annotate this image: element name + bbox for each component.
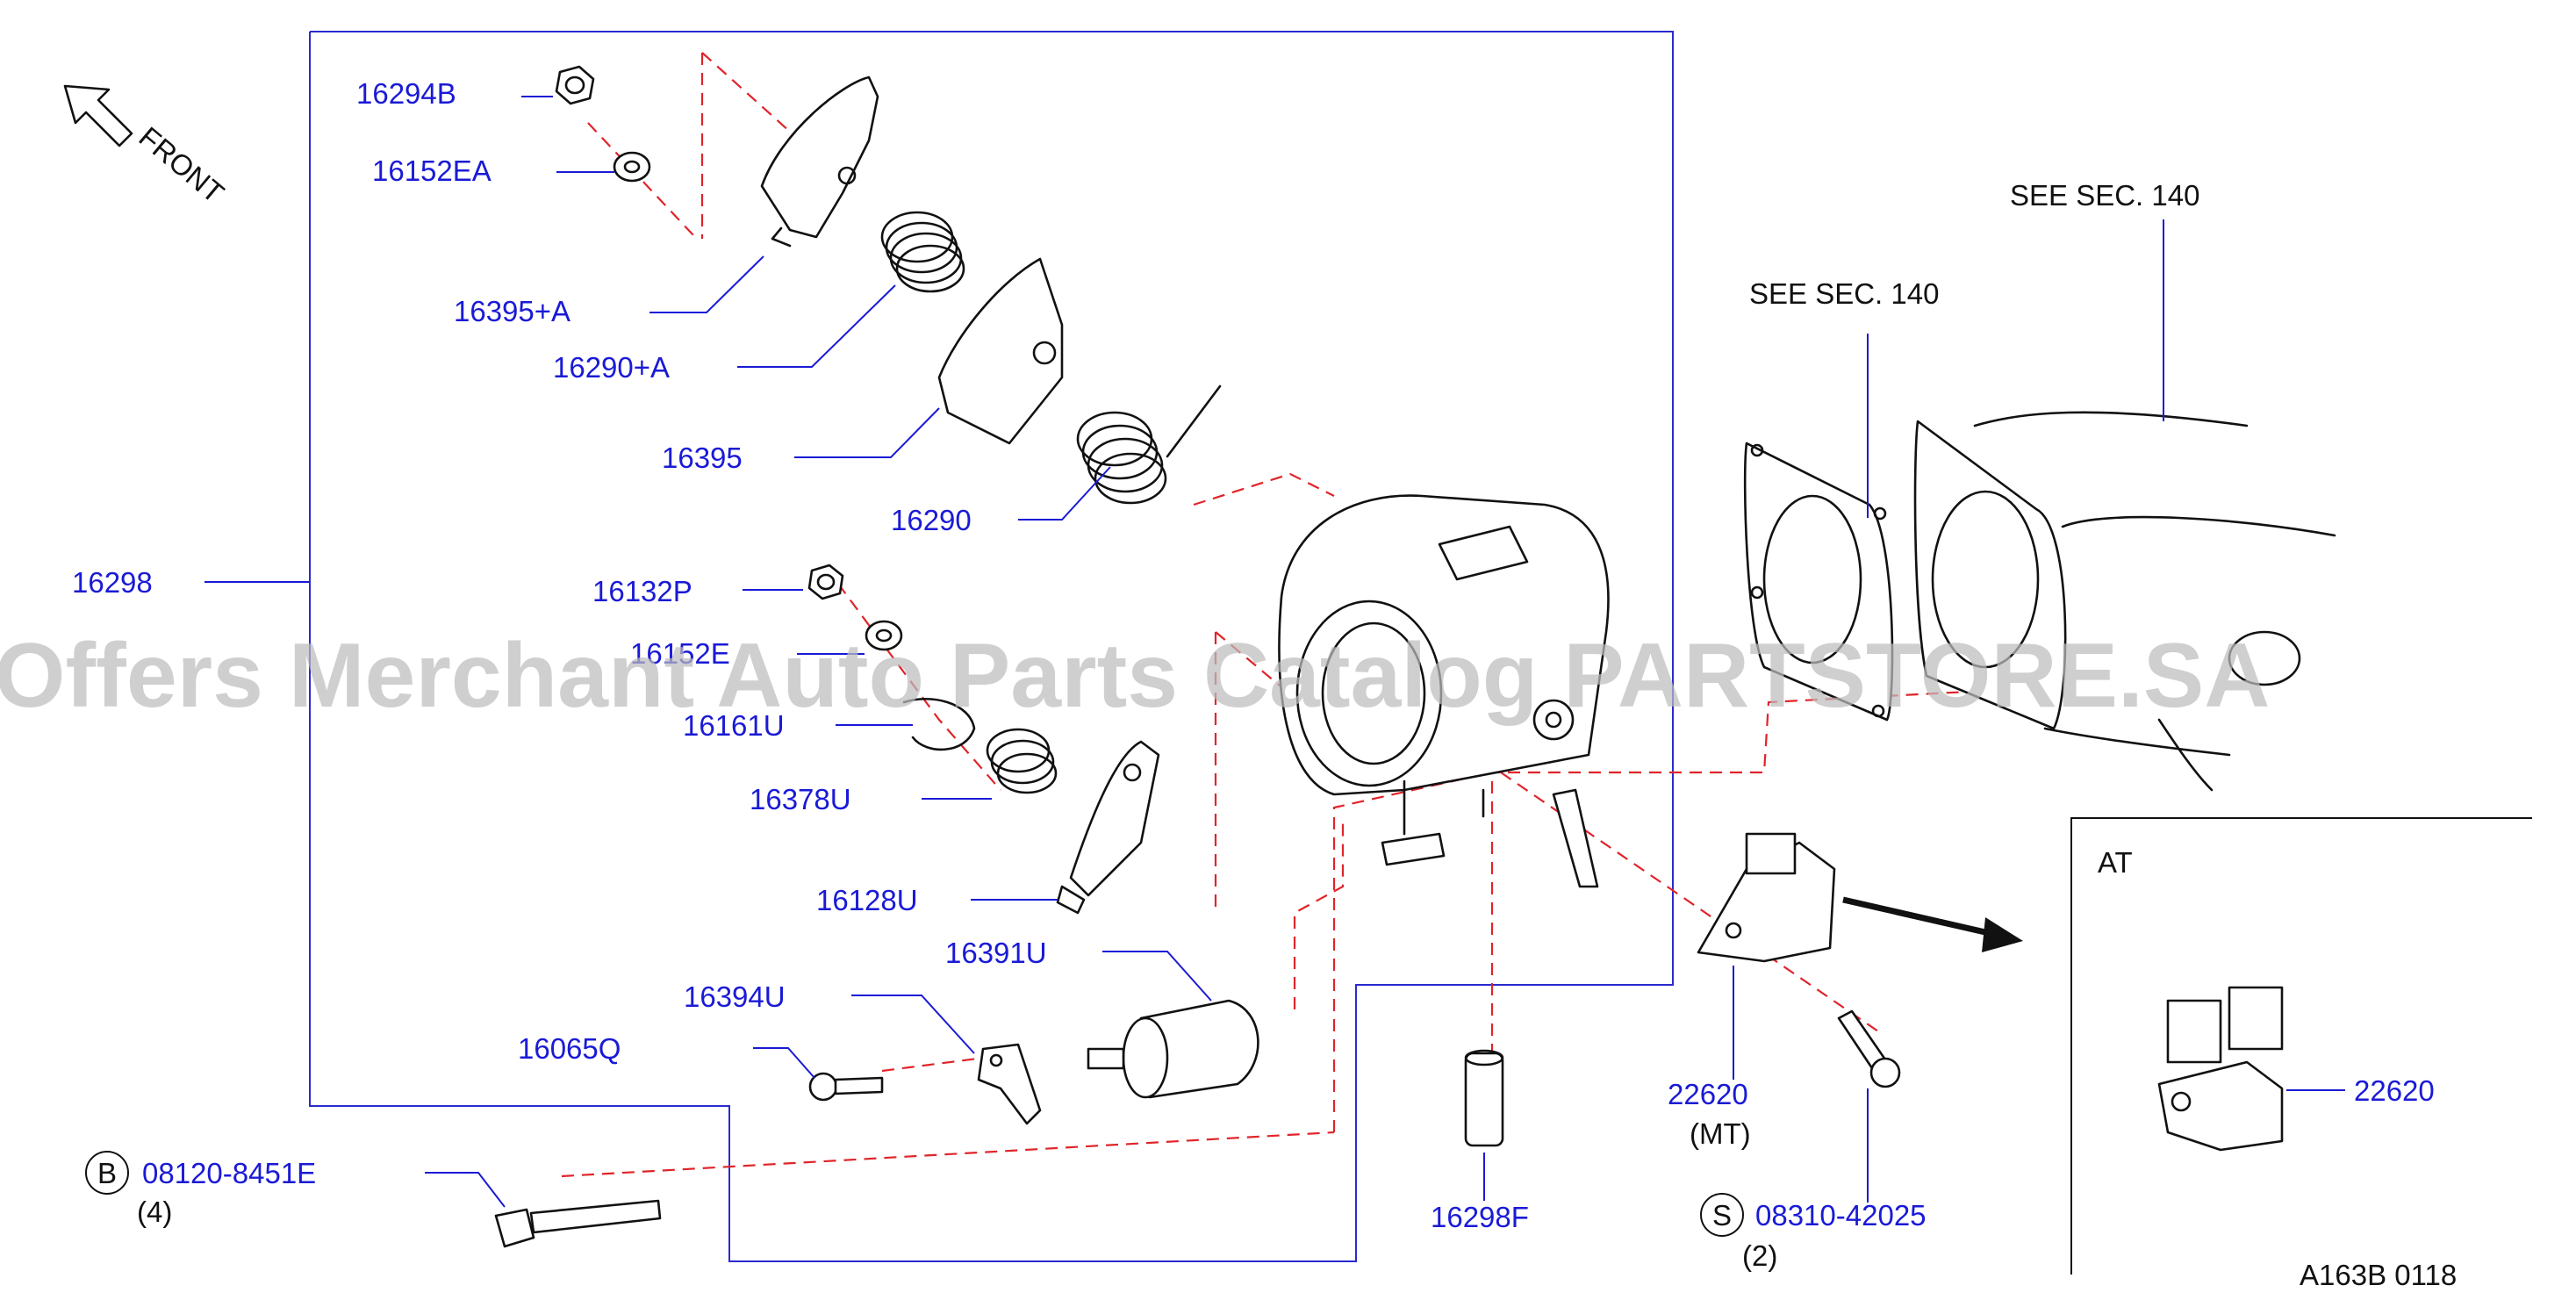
lever-16395A [760,75,879,248]
lever-16128U [1056,740,1160,915]
washer-16152EA [613,151,651,183]
front-label: FRONT [133,120,231,209]
label-16128U[interactable]: 16128U [816,884,918,916]
bolt-08120-8451E [494,1199,662,1248]
label-16290A[interactable]: 16290+A [553,351,670,384]
at-inset-frame [2070,817,2532,1275]
label-16132P[interactable]: 16132P [592,575,692,607]
sleeve-16298F [1464,1049,1504,1147]
diagram-code: A163B 0118 [2300,1259,2457,1291]
leader-lines [205,96,2345,1208]
washer-16152E [865,620,903,651]
qty-08120: (4) [137,1196,172,1228]
nut-16132P [807,564,844,600]
throttle-body-16298 [1278,494,1610,888]
label-16378U[interactable]: 16378U [750,783,851,815]
spring-16378U [986,728,1058,794]
front-arrow-icon [63,84,133,147]
label-16152E[interactable]: 16152E [630,637,730,670]
label-22620-at[interactable]: 22620 [2354,1074,2435,1107]
spring-16290 [1076,384,1222,505]
gasket [1743,442,1894,722]
badge-b-circle [85,1151,129,1195]
label-08120-8451E[interactable]: 08120-8451E [142,1157,316,1189]
label-08310-42025[interactable]: 08310-42025 [1755,1199,1927,1232]
label-16395[interactable]: 16395 [662,442,743,474]
spring-16290A [880,211,965,293]
label-22620-mt[interactable]: 22620 [1668,1078,1748,1110]
label-16152EA[interactable]: 16152EA [372,154,492,187]
screw-08310-42025 [1837,1009,1901,1088]
badge-b-letter: B [97,1157,117,1189]
label-16161U[interactable]: 16161U [683,709,785,742]
label-16394U[interactable]: 16394U [684,980,786,1013]
label-16294B[interactable]: 16294B [356,77,456,110]
label-16298[interactable]: 16298 [72,566,153,599]
label-16290[interactable]: 16290 [891,504,972,536]
label-16395A[interactable]: 16395+A [454,295,570,327]
label-16298F[interactable]: 16298F [1431,1201,1529,1233]
bracket-16394U [977,1043,1042,1125]
screw-16065Q [808,1072,884,1102]
badge-s-letter: S [1712,1199,1732,1232]
see-sec-label-2[interactable]: SEE SEC. 140 [2010,179,2199,212]
note-mt: (MT) [1690,1117,1751,1150]
sensor-22620-mt [1697,832,1836,963]
at-label: AT [2098,846,2133,879]
badge-s-circle [1700,1193,1744,1237]
assembly-frame [309,31,1674,1262]
watermark: Offers Merchant Auto Parts Catalog PARTS… [0,625,2270,727]
actuator-16391U [1087,999,1259,1099]
label-16391U[interactable]: 16391U [945,937,1047,969]
clip-16161U [902,697,976,751]
intake-manifold [1913,411,2336,792]
arrow-to-at-icon [1842,896,2023,952]
plate-16395 [937,257,1064,445]
qty-08310: (2) [1742,1239,1777,1272]
see-sec-label-1[interactable]: SEE SEC. 140 [1749,277,1939,310]
nut-16294B [555,65,595,105]
label-16065Q[interactable]: 16065Q [518,1032,621,1065]
sensor-22620-at [2157,986,2284,1152]
